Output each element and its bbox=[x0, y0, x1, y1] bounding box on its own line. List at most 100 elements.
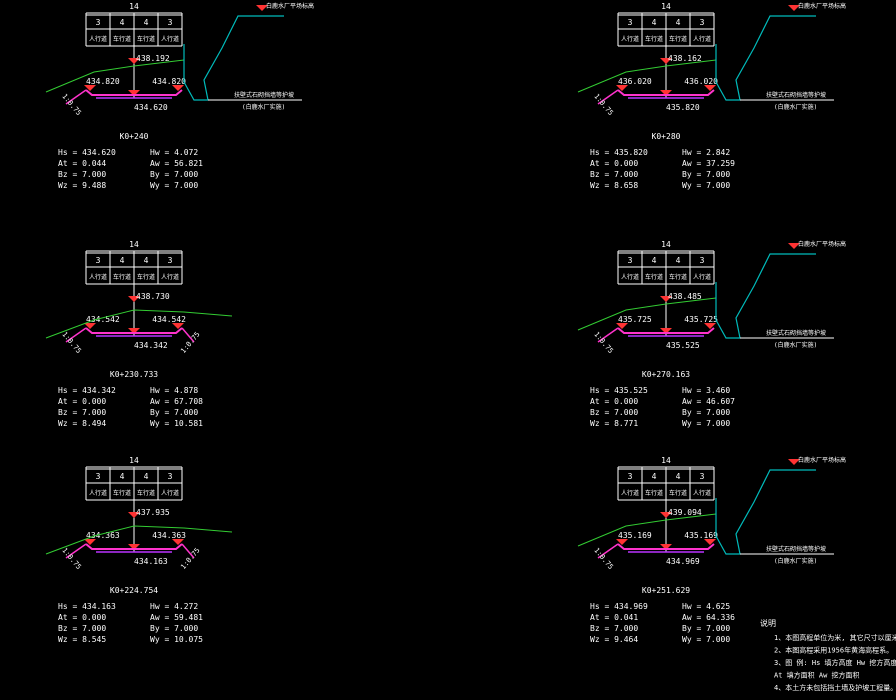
lane-width-label: 4 bbox=[120, 472, 125, 481]
param-left: Hs = 434.620 bbox=[58, 148, 116, 157]
notes-title: 说明 bbox=[760, 618, 776, 628]
param-left: At = 0.000 bbox=[58, 613, 106, 622]
station-label: K0+251.629 bbox=[642, 586, 690, 595]
left-edge-marker bbox=[84, 85, 96, 91]
lane-width-label: 4 bbox=[144, 256, 149, 265]
lane-name-label: 人行道 bbox=[621, 489, 639, 497]
lane-name-label: 车行道 bbox=[669, 273, 687, 281]
left-fill-slope bbox=[597, 327, 619, 343]
param-left: At = 0.000 bbox=[58, 397, 106, 406]
lane-width-label: 4 bbox=[120, 18, 125, 27]
lane-width-label: 3 bbox=[700, 18, 705, 27]
lane-name-label: 人行道 bbox=[89, 489, 107, 497]
left-edge-marker bbox=[616, 85, 628, 91]
lane-width-label: 3 bbox=[168, 256, 173, 265]
param-left: Hs = 435.820 bbox=[590, 148, 648, 157]
right-elev-label: 434.363 bbox=[152, 531, 186, 540]
wall-note: 扶壁式石砌挡墙等护坡 bbox=[234, 91, 294, 99]
left-fill-slope bbox=[65, 543, 87, 559]
param-right: By = 7.000 bbox=[682, 170, 730, 179]
notes-line: 2、本图高程采用1956年黄海高程系。 bbox=[774, 646, 893, 655]
param-left: Wz = 8.771 bbox=[590, 419, 638, 428]
top-elev-label: 437.935 bbox=[136, 508, 170, 517]
param-left: Wz = 9.488 bbox=[58, 181, 106, 190]
left-edge-marker bbox=[84, 539, 96, 545]
top-elev-marker bbox=[660, 296, 672, 302]
right-edge-marker bbox=[172, 323, 184, 329]
bottom-elev-marker bbox=[128, 328, 140, 334]
right-edge-marker bbox=[172, 539, 184, 545]
wall-note: 扶壁式石砌挡墙等护坡 bbox=[766, 91, 826, 99]
left-slope-label: 1:0.75 bbox=[60, 92, 82, 117]
wall-note: 扶壁式石砌挡墙等护坡 bbox=[766, 545, 826, 553]
param-left: Hs = 434.163 bbox=[58, 602, 116, 611]
param-right: Hw = 4.625 bbox=[682, 602, 730, 611]
notes-line: At 填方面积 Aw 挖方面积 bbox=[774, 671, 860, 680]
lane-name-label: 人行道 bbox=[693, 35, 711, 43]
lane-name-label: 车行道 bbox=[669, 35, 687, 43]
param-right: By = 7.000 bbox=[150, 170, 198, 179]
left-slope-label: 1:0.75 bbox=[592, 546, 614, 571]
param-right: Hw = 2.842 bbox=[682, 148, 730, 157]
lane-width-label: 4 bbox=[676, 256, 681, 265]
bottom-elev-label: 435.820 bbox=[666, 103, 700, 112]
param-left: At = 0.044 bbox=[58, 159, 106, 168]
left-fill-slope bbox=[597, 543, 619, 559]
left-slope-label: 1:0.75 bbox=[60, 330, 82, 355]
bottom-elev-label: 434.969 bbox=[666, 557, 700, 566]
ground-line bbox=[45, 59, 185, 93]
road-surface bbox=[617, 543, 715, 550]
left-fill-slope bbox=[65, 327, 87, 343]
lane-width-label: 3 bbox=[168, 472, 173, 481]
top-elev-marker bbox=[128, 296, 140, 302]
road-surface bbox=[617, 89, 715, 96]
param-right: Aw = 64.336 bbox=[682, 613, 735, 622]
lane-name-label: 车行道 bbox=[113, 35, 131, 43]
station-label: K0+270.163 bbox=[642, 370, 690, 379]
lane-width-label: 3 bbox=[628, 472, 633, 481]
bottom-elev-label: 434.163 bbox=[134, 557, 168, 566]
param-right: Hw = 3.460 bbox=[682, 386, 730, 395]
ground-line bbox=[45, 525, 233, 555]
param-right: Wy = 7.000 bbox=[150, 181, 198, 190]
right-elev-label: 436.020 bbox=[684, 77, 718, 86]
notes-line: 1、本图高程单位为米, 其它尺寸以厘米计。 bbox=[774, 633, 896, 642]
param-left: Bz = 7.000 bbox=[590, 624, 638, 633]
lane-name-label: 人行道 bbox=[621, 273, 639, 281]
wall-note-impl: (白鹿水厂实施) bbox=[774, 557, 817, 565]
lane-width-label: 3 bbox=[96, 18, 101, 27]
left-slope-label: 1:0.75 bbox=[60, 546, 82, 571]
right-elev-label: 434.820 bbox=[152, 77, 186, 86]
param-left: Hs = 434.969 bbox=[590, 602, 648, 611]
lane-width-label: 3 bbox=[628, 18, 633, 27]
lane-name-label: 人行道 bbox=[161, 273, 179, 281]
left-fill-slope bbox=[597, 89, 619, 105]
retaining-wall bbox=[183, 15, 284, 101]
param-left: Bz = 7.000 bbox=[590, 408, 638, 417]
lane-name-label: 人行道 bbox=[621, 35, 639, 43]
station-label: K0+224.754 bbox=[110, 586, 158, 595]
left-elev-label: 434.820 bbox=[86, 77, 120, 86]
lane-width-label: 4 bbox=[652, 472, 657, 481]
retaining-wall bbox=[715, 469, 816, 555]
param-right: Hw = 4.878 bbox=[150, 386, 198, 395]
notes-line: 4、本土方未包括挡土墙及护坡工程量。 bbox=[774, 683, 896, 692]
left-edge-marker bbox=[616, 323, 628, 329]
left-fill-slope bbox=[65, 89, 87, 105]
total-width-label: 14 bbox=[129, 240, 139, 249]
param-left: At = 0.000 bbox=[590, 159, 638, 168]
bottom-elev-marker bbox=[660, 90, 672, 96]
top-elev-marker bbox=[128, 58, 140, 64]
param-right: Aw = 37.259 bbox=[682, 159, 735, 168]
right-fill-slope bbox=[181, 543, 195, 559]
wall-note-impl: (白鹿水厂实施) bbox=[774, 103, 817, 111]
right-edge-marker bbox=[704, 539, 716, 545]
param-right: Aw = 67.708 bbox=[150, 397, 203, 406]
param-left: Wz = 9.464 bbox=[590, 635, 638, 644]
param-left: Hs = 435.525 bbox=[590, 386, 648, 395]
